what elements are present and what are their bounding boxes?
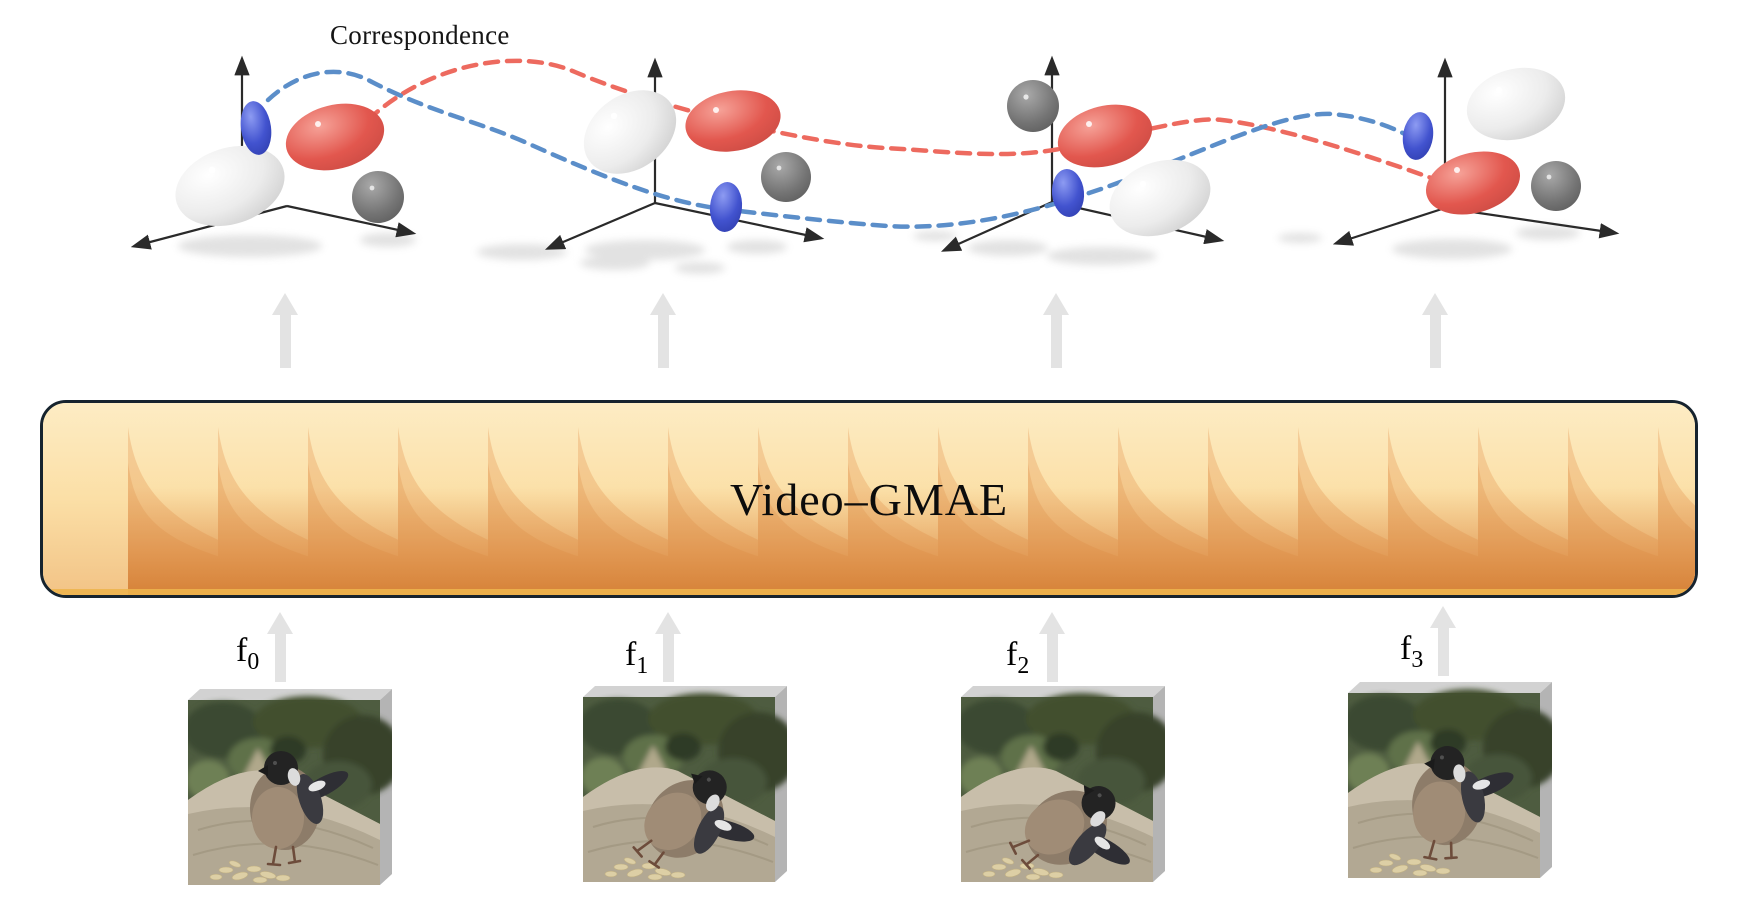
correspondence-curve-red [365, 58, 1451, 187]
gaussian-gray [1007, 80, 1059, 132]
gaussian-gray [1531, 161, 1581, 211]
gaussian-red [685, 90, 781, 152]
video-frame-0 [188, 689, 392, 885]
gaussians-frame-0 [175, 101, 404, 227]
frame-bevel-top [583, 686, 787, 697]
encoder-to-gaussians-arrow-0 [272, 293, 298, 368]
ground-shadows [178, 226, 1580, 274]
correspondence-curve-blue [265, 69, 1415, 229]
arrow-shaft [1429, 315, 1441, 368]
video-frame-3 [1348, 682, 1552, 878]
frame-label-base: f [625, 636, 637, 673]
frame-label-2: f2 [1006, 636, 1029, 680]
frame-photo [1348, 689, 1552, 878]
frame-label-base: f [236, 632, 248, 669]
arrow-head [1422, 293, 1448, 315]
gaussian-white [1466, 67, 1566, 141]
frame-label-base: f [1400, 630, 1412, 667]
gaussian-red [1057, 104, 1153, 168]
frame-to-encoder-arrow-1 [655, 612, 681, 682]
frame-label-3: f3 [1400, 630, 1423, 674]
arrow-head [650, 293, 676, 315]
frame-bevel-top [961, 686, 1165, 697]
gaussian-blue [1051, 169, 1085, 217]
encoder-to-gaussians-arrow-1 [650, 293, 676, 368]
encoder-to-gaussians-arrow-2 [1043, 293, 1069, 368]
gaussian-white [175, 145, 285, 227]
gaussian-blue [1402, 112, 1434, 160]
encoder-title: Video–GMAE [729, 473, 1009, 525]
frame-label-base: f [1006, 636, 1018, 673]
gaussian-blue [240, 101, 272, 155]
frame-bevel-top [1348, 682, 1552, 693]
arrow-head [1039, 612, 1065, 634]
gaussian-red [285, 103, 385, 171]
arrow-head [1043, 293, 1069, 315]
video-frame-1 [583, 686, 787, 882]
frame-to-encoder-arrow-3 [1430, 606, 1456, 676]
arrow-shaft [662, 634, 674, 682]
gaussian-white [583, 90, 677, 174]
frame-to-encoder-arrow-2 [1039, 612, 1065, 682]
gaussians-frame-1 [583, 90, 811, 232]
gaussians-frame-3 [1402, 67, 1581, 215]
gaussians-frame-2 [1007, 80, 1211, 237]
gaussian-gray [761, 152, 811, 202]
frame-bevel-top [188, 689, 392, 700]
frame-photo [961, 693, 1165, 882]
arrow-shaft [657, 315, 669, 368]
arrow-shaft [1437, 628, 1449, 676]
frame-label-0: f0 [236, 632, 259, 676]
arrow-shaft [1046, 634, 1058, 682]
gaussian-space-graphic [130, 55, 1620, 274]
frame-photo [583, 693, 787, 882]
arrow-head [1430, 606, 1456, 628]
encoder-box: Video–GMAE [40, 400, 1698, 598]
gaussian-red [1425, 151, 1521, 215]
frame-label-sub: 0 [247, 648, 260, 675]
frame-label-sub: 1 [636, 652, 649, 679]
encoder-box-pattern [43, 403, 1695, 595]
frame-to-encoder-arrow-0 [267, 612, 293, 682]
arrow-shaft [1050, 315, 1062, 368]
frame-label-sub: 3 [1411, 646, 1424, 673]
gaussian-gray [352, 171, 404, 223]
arrow-head [655, 612, 681, 634]
gaussian-blue [709, 182, 743, 232]
arrow-shaft [279, 315, 291, 368]
frame-label-1: f1 [625, 636, 648, 680]
video-frame-2 [961, 686, 1165, 882]
frame-photo [188, 696, 392, 885]
encoder-to-gaussians-arrow-3 [1422, 293, 1448, 368]
gaussian-white [1109, 159, 1211, 237]
correspondence-label: Correspondence [330, 20, 510, 50]
arrow-head [267, 612, 293, 634]
arrow-shaft [274, 634, 286, 682]
arrow-head [272, 293, 298, 315]
frame-label-sub: 2 [1017, 652, 1030, 679]
